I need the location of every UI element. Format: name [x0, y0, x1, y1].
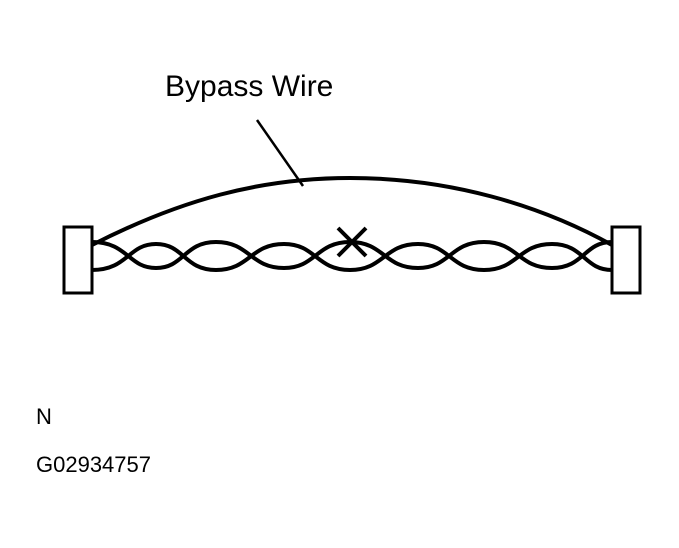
twisted-wire-strand-b — [91, 241, 613, 273]
bypass-wire — [91, 175, 613, 247]
bypass-wire-label: Bypass Wire — [165, 70, 334, 103]
right-connector — [610, 225, 642, 295]
footer-letter: N — [36, 404, 52, 429]
left-connector — [62, 225, 94, 295]
figure-code: G02934757 — [36, 452, 151, 477]
x-mark-icon — [336, 226, 368, 258]
callout-leader-line — [255, 119, 305, 187]
